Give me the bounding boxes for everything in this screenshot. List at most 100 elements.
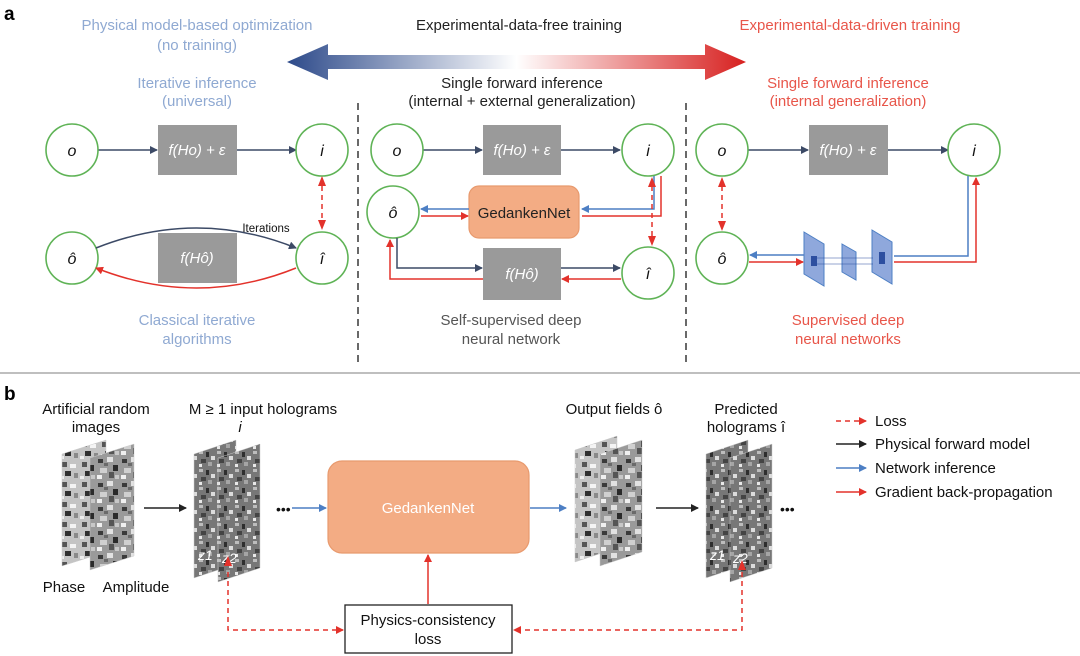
loss-predicted-connection: [513, 572, 743, 634]
col2-gedankennet-label: GedankenNet: [478, 205, 571, 222]
col1-node-ohat-label: ô: [68, 251, 77, 268]
b-gedankennet-box: [327, 460, 530, 554]
col1-iteration-back-arc: [95, 266, 297, 289]
col2-node-ihat: [621, 246, 675, 300]
col1-node-o: [45, 123, 99, 177]
col3-caption-line2: neural networks: [795, 331, 901, 348]
input-z2-label: z2: [221, 550, 237, 566]
input-z1-label: z1: [197, 547, 213, 563]
legend-physical-label: Physical forward model: [875, 436, 1030, 453]
loss-input-head: [224, 556, 232, 566]
col3-backprop-i: [894, 177, 980, 263]
col2-hat-box-label: f(Hô): [505, 266, 538, 283]
top-left-heading-line1: Physical model-based optimization: [82, 17, 313, 34]
col2-backprop-i: [582, 176, 662, 217]
amplitude-image: [89, 443, 135, 571]
loss-input-connection: [227, 572, 344, 634]
spectrum-arrow: [287, 44, 746, 80]
predicted-holograms-line2: holograms î: [707, 419, 786, 436]
top-center-heading: Experimental-data-free training: [416, 17, 622, 34]
col2-forward-box-label: f(Ho) + ε: [493, 142, 550, 159]
col1-title-line2: (universal): [162, 93, 232, 110]
col3-node-ohat: [695, 231, 749, 285]
panel-a-letter: a: [4, 4, 15, 25]
col3-diagram: o f(Ho) + ε i ô Supervised deep neural n…: [695, 123, 1001, 348]
col1-node-o-label: o: [68, 143, 77, 160]
col2-forward-box: [483, 125, 561, 175]
legend-network-label: Network inference: [875, 460, 996, 477]
col2-loss-head-down: [648, 236, 656, 246]
col3-forward-box-label: f(Ho) + ε: [819, 142, 876, 159]
col2-node-ihat-label: î: [646, 266, 652, 283]
col2-node-i: [621, 123, 675, 177]
input-hologram-2: [217, 443, 261, 583]
col2-title-line1: Single forward inference: [441, 75, 603, 92]
col2-network-inference-in: [581, 176, 655, 213]
col1-caption-line1: Classical iterative: [139, 312, 256, 329]
col2-node-o-label: o: [393, 143, 402, 160]
col3-node-i: [947, 123, 1001, 177]
col3-layer-1-kernel: [811, 256, 817, 266]
col1-node-ihat-label: î: [320, 251, 326, 268]
col2-diagram: o f(Ho) + ε i GedankenNet ô î f(Hô) Self…: [366, 123, 675, 348]
output-fields-label: Output fields ô: [566, 401, 663, 418]
col2-node-i-label: i: [646, 143, 650, 160]
col2-forward-ohat: [396, 238, 483, 272]
col1-diagram: o f(Ho) + ε i ô f(Hô) î Iterations Class…: [45, 123, 349, 348]
predicted-z1-label: z1: [709, 547, 725, 563]
legend-gradient-label: Gradient back-propagation: [875, 484, 1053, 501]
col1-loss-head-down: [318, 220, 326, 230]
col1-loss-head-up: [318, 176, 326, 186]
col2-node-ohat-label: ô: [389, 205, 398, 222]
col1-node-ohat: [45, 231, 99, 285]
b-gedankennet-label: GedankenNet: [382, 500, 475, 517]
col3-caption-line1: Supervised deep: [792, 312, 905, 329]
output-field-amplitude: [599, 439, 643, 567]
input-holograms-line1: M ≥ 1 input holograms: [189, 401, 337, 418]
panel-b-letter: b: [4, 384, 16, 405]
physics-loss-line1: Physics-consistency: [360, 612, 496, 629]
col2-hat-box: [483, 248, 561, 300]
col3-loss-head-down: [718, 221, 726, 231]
top-right-heading: Experimental-data-driven training: [740, 17, 961, 34]
col3-layer-2: [841, 243, 857, 281]
col2-title-line2: (internal + external generalization): [408, 93, 635, 110]
top-left-heading-line2: (no training): [157, 37, 237, 54]
artificial-images-line2: images: [72, 419, 120, 436]
col2-caption-line2: neural network: [462, 331, 561, 348]
physics-loss-box: [344, 604, 513, 654]
col2-node-o: [370, 123, 424, 177]
predicted-hologram-2: [729, 443, 773, 583]
col1-forward-box-label: f(Ho) + ε: [168, 142, 225, 159]
predicted-ellipsis: •••: [780, 501, 795, 517]
col3-node-i-label: i: [972, 143, 976, 160]
amplitude-label: Amplitude: [103, 579, 170, 596]
col1-hat-box-label: f(Hô): [180, 250, 213, 267]
col3-forward-box: [809, 125, 888, 175]
col3-loss-head-up: [718, 177, 726, 187]
col2-backprop-ohat: [386, 239, 483, 280]
artificial-images-line1: Artificial random: [42, 401, 150, 418]
col1-iterations-label: Iterations: [242, 223, 290, 235]
col1-title-line1: Iterative inference: [137, 75, 256, 92]
col1-node-i-label: i: [320, 143, 324, 160]
col3-title-line2: (internal generalization): [770, 93, 927, 110]
loss-predicted-head: [738, 560, 746, 570]
col3-node-ohat-label: ô: [718, 251, 727, 268]
col1-hat-box: [158, 233, 237, 283]
col3-layer-3-kernel: [879, 252, 885, 264]
col2-gedankennet-box: [468, 185, 580, 239]
col2-node-ohat: [366, 185, 420, 239]
input-ellipsis: •••: [276, 501, 291, 517]
phase-label: Phase: [43, 579, 86, 596]
legend: Loss Physical forward model Network infe…: [836, 413, 1053, 501]
predicted-holograms-line1: Predicted: [714, 401, 777, 418]
col3-network-inference-in: [894, 176, 969, 257]
legend-loss-label: Loss: [875, 413, 907, 430]
col3-node-o-label: o: [718, 143, 727, 160]
input-holograms-line2: i: [238, 419, 242, 436]
predicted-z2-label: z2: [732, 550, 748, 566]
col1-node-ihat: [295, 231, 349, 285]
col3-title-line1: Single forward inference: [767, 75, 929, 92]
